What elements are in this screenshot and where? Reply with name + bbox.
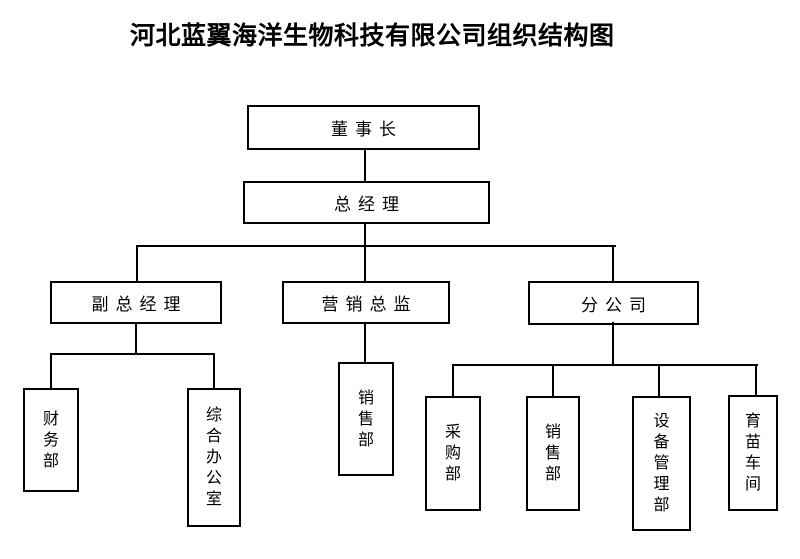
node-seedling-workshop: 育苗车间 bbox=[728, 395, 778, 511]
node-label: 综合办公室 bbox=[205, 407, 222, 508]
node-chairman: 董事长 bbox=[247, 105, 480, 150]
node-purchasing-dept: 采购部 bbox=[425, 396, 481, 511]
connector-to-purchasing-dept bbox=[452, 364, 454, 397]
node-label: 设备管理部 bbox=[653, 413, 670, 514]
node-finance-dept: 财务部 bbox=[23, 388, 79, 492]
connector-to-sales-dept-branch bbox=[552, 364, 554, 397]
node-branch-company: 分公司 bbox=[528, 281, 699, 325]
node-label: 财务部 bbox=[42, 410, 59, 470]
connector-to-branch-company bbox=[612, 245, 614, 282]
node-equipment-mgmt-dept: 设备管理部 bbox=[632, 396, 691, 531]
connector-deputy-gm-down bbox=[135, 323, 137, 355]
node-label: 营销总监 bbox=[321, 295, 418, 314]
connector-to-seedling-workshop bbox=[755, 364, 757, 396]
node-deputy-general-manager: 副总经理 bbox=[50, 281, 222, 324]
node-label: 分公司 bbox=[581, 295, 653, 315]
node-marketing-director: 营销总监 bbox=[282, 281, 450, 324]
connector-level3-distributor bbox=[136, 245, 616, 247]
node-label: 育苗车间 bbox=[744, 413, 761, 493]
connector-branch-distributor bbox=[452, 364, 758, 366]
node-general-office: 综合办公室 bbox=[187, 388, 241, 527]
page-title: 河北蓝翼海洋生物科技有限公司组织结构图 bbox=[130, 23, 615, 50]
connector-branch-down bbox=[612, 322, 614, 366]
connector-to-equipment-mgmt-dept bbox=[658, 364, 660, 398]
node-sales-dept-branch: 销售部 bbox=[526, 396, 580, 511]
connector-deputy-gm-distributor bbox=[50, 353, 215, 355]
node-general-manager: 总经理 bbox=[243, 181, 490, 224]
connector-chairman-to-gm bbox=[364, 149, 366, 182]
node-label: 董事长 bbox=[331, 120, 403, 139]
node-label: 采购部 bbox=[444, 424, 461, 483]
connector-to-sales-dept-marketing bbox=[364, 322, 366, 363]
connector-to-general-office bbox=[213, 353, 215, 389]
node-label: 销售部 bbox=[357, 389, 374, 449]
node-label: 销售部 bbox=[544, 424, 561, 483]
node-label: 副总经理 bbox=[91, 295, 188, 314]
connector-to-finance-dept bbox=[50, 353, 52, 389]
connector-to-deputy-gm bbox=[136, 245, 138, 282]
node-sales-dept-marketing: 销售部 bbox=[338, 362, 394, 476]
node-label: 总经理 bbox=[334, 195, 406, 214]
connector-gm-to-marketing-director bbox=[364, 222, 366, 282]
